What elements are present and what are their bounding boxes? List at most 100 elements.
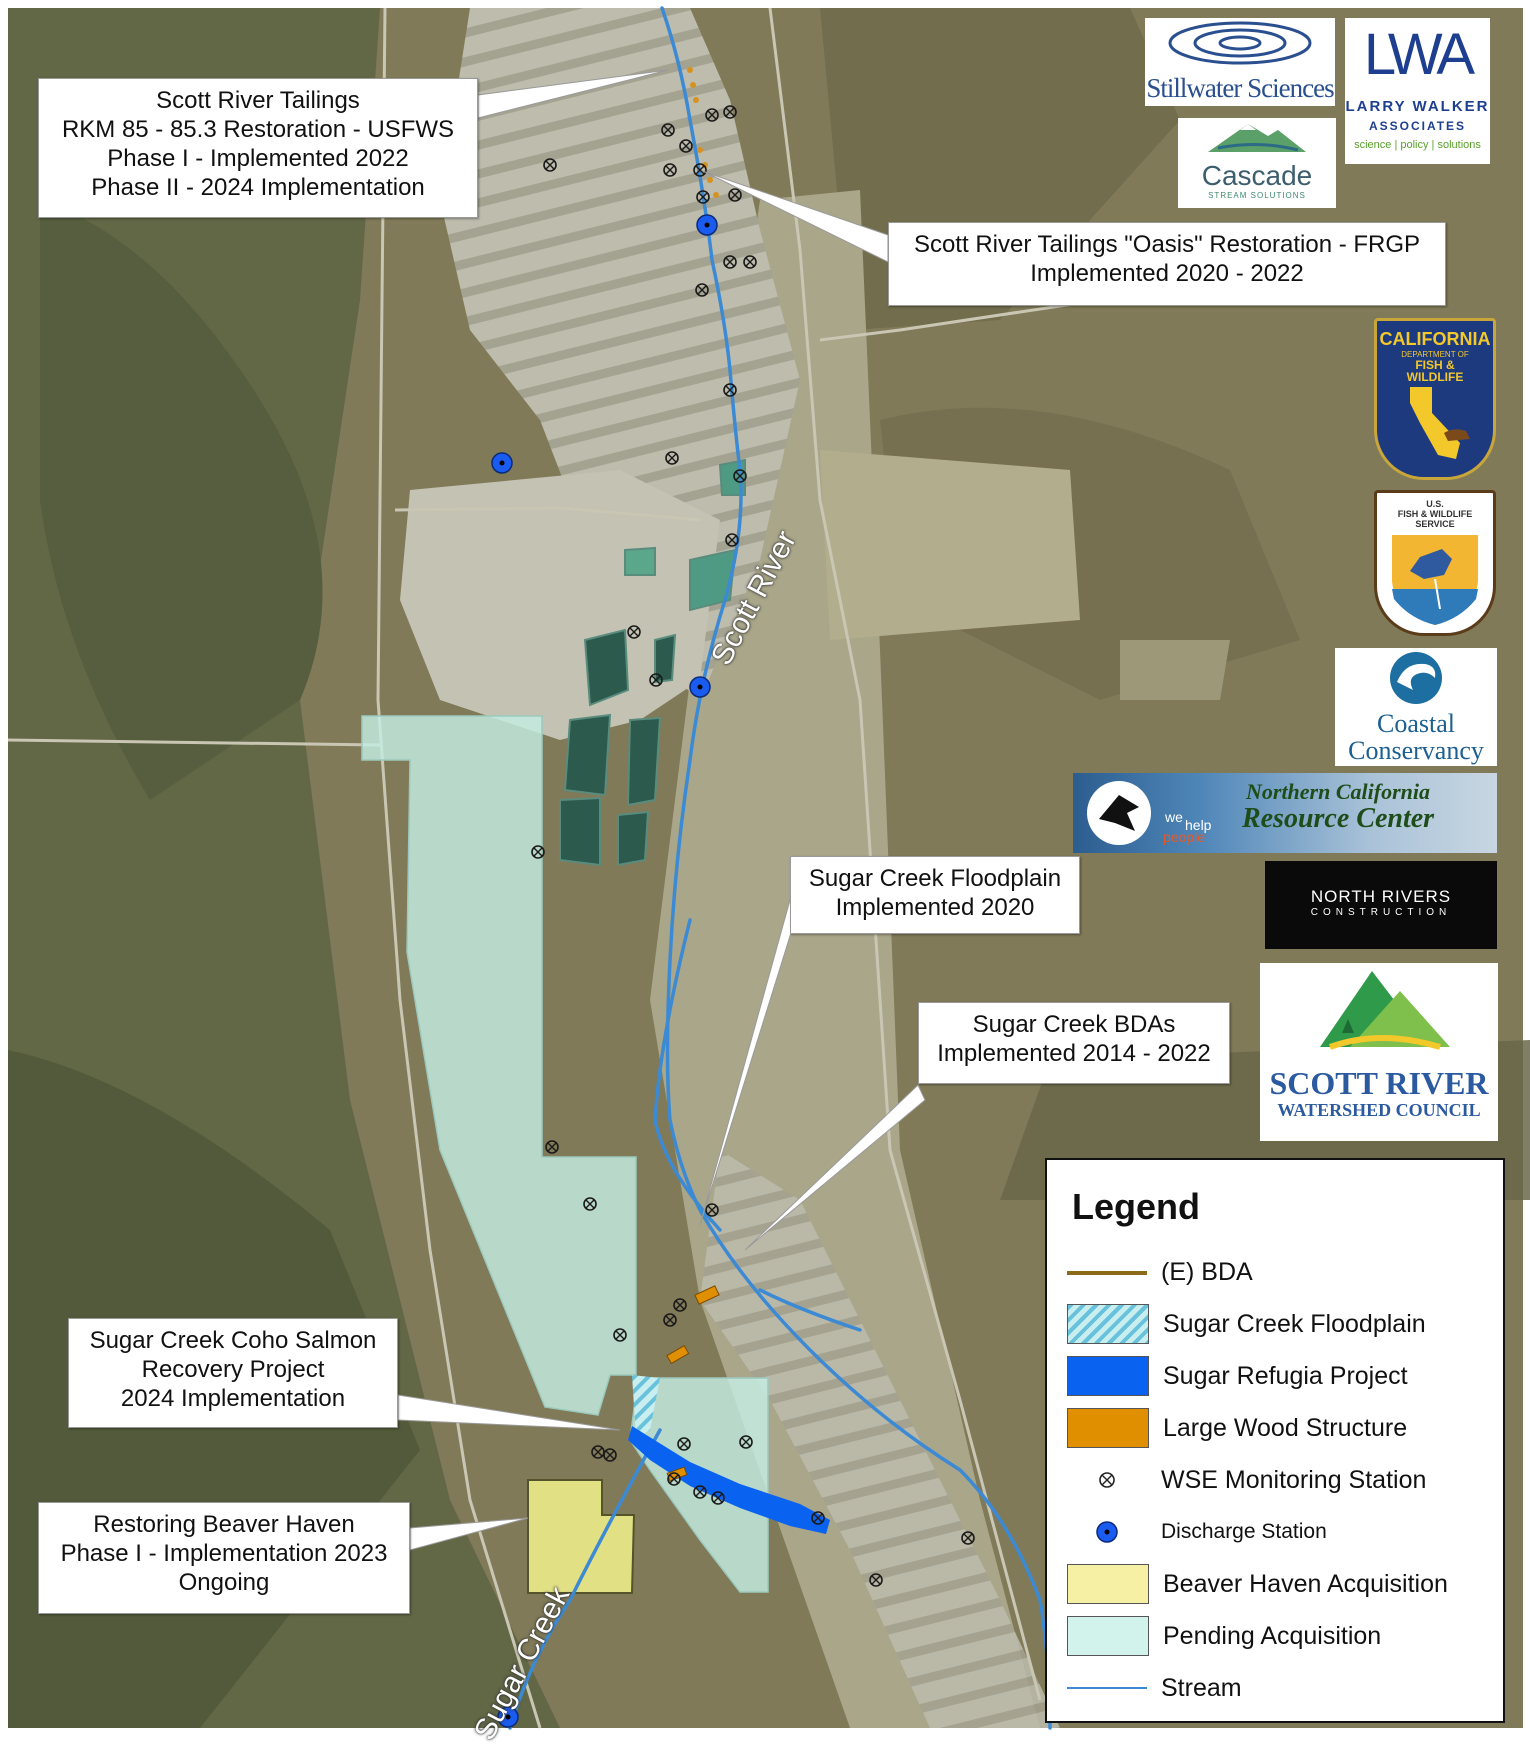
nrc-rivers: RIVERS [1381,887,1452,906]
legend-item: Pending Acquisition [1067,1610,1483,1662]
stillwater-ripple-icon [1168,21,1312,65]
srwc-line-1: SCOTT RIVER [1269,1065,1489,1101]
eagle-icon [1087,781,1151,845]
callout-sugar-creek-bdas: Sugar Creek BDAs Implemented 2014 - 2022 [918,1002,1230,1084]
wse-station-icon[interactable] [723,255,737,269]
wse-monitoring-stations[interactable] [531,105,975,1587]
discharge-station-icon[interactable] [696,214,718,236]
legend-label: Discharge Station [1161,1520,1327,1543]
wse-station-icon[interactable] [705,1203,719,1217]
callout-line: Sugar Creek BDAs [972,1011,1176,1038]
wse-station-icon[interactable] [665,451,679,465]
discharge-station-icon[interactable] [689,676,711,698]
pending-acquisition-north[interactable] [361,715,637,1416]
ncrc-people: people [1163,829,1206,845]
wse-station-icon[interactable] [531,845,545,859]
usfws-line-3: SERVICE [1415,519,1455,529]
wse-station-icon[interactable] [693,1485,707,1499]
legend-item: Large Wood Structure [1067,1402,1483,1454]
legend-swatch [1067,1304,1149,1344]
wse-station-icon[interactable] [583,1197,597,1211]
wse-station-icon[interactable] [677,1437,691,1451]
ncrc-help: help [1185,817,1212,833]
wse-station-icon[interactable] [543,158,557,172]
green-mountain-icon [1320,971,1450,1050]
lwa-tagline: science | policy | solutions [1354,139,1481,151]
usfws-line-1: U.S. [1426,499,1444,509]
wse-station-icon[interactable] [695,283,709,297]
legend-title: Legend [1072,1186,1201,1227]
dredge-tailings-south [700,1150,1060,1728]
wse-station-icon[interactable] [679,139,693,153]
legend-label: Large Wood Structure [1163,1413,1408,1442]
wse-station-icon[interactable] [545,1140,559,1154]
gravel-pit [400,470,720,740]
wse-station-icon[interactable] [725,533,739,547]
callout-line: Phase II - 2024 Implementation [91,174,425,201]
logo-larry-walker-associates: LWA LARRY WALKER ASSOCIATES science | po… [1345,18,1490,164]
cdfw-line-1: CALIFORNIA [1379,329,1491,349]
wse-station-icon[interactable] [869,1573,883,1587]
wse-station-icon[interactable] [739,1435,753,1449]
legend-swatch [1067,1669,1147,1707]
sugar-creek-floodplain-area[interactable] [632,1375,660,1438]
lwa-name-2: ASSOCIATES [1368,119,1467,133]
wse-station-icon[interactable] [663,163,677,177]
callout-line: RKM 85 - 85.3 Restoration - USFWS [61,116,455,143]
legend-swatch [1067,1253,1147,1291]
sugar-refugia-project[interactable] [628,1426,830,1534]
wse-station-icon[interactable] [961,1531,975,1545]
callout-line: Scott River Tailings [156,87,360,114]
callout-line: Scott River Tailings "Oasis" Restoration… [913,231,1421,258]
discharge-stations[interactable] [491,214,718,1728]
streams [508,6,1052,1730]
wse-station-icon[interactable] [613,1328,627,1342]
discharge-station-icon[interactable] [497,1706,519,1728]
usfws-line-2: FISH & WILDLIFE [1397,509,1473,519]
cdfw-line-2: DEPARTMENT OF [1401,350,1469,359]
roads [7,7,1181,1729]
wse-station-icon[interactable] [705,108,719,122]
cdfw-line-4: WILDLIFE [1406,370,1464,384]
callout-line: Implemented 2020 [835,894,1035,921]
lwa-name-1: LARRY WALKER [1345,98,1490,115]
srwc-line-2: WATERSHED COUNCIL [1277,1100,1481,1120]
wse-station-icon[interactable] [663,1313,677,1327]
wse-station-icon[interactable] [649,673,663,687]
beaver-haven-acquisition[interactable] [527,1479,636,1594]
wse-station-icon[interactable] [696,190,710,204]
wse-station-icon[interactable] [603,1448,617,1462]
coastal-line-2: Conservancy [1348,736,1484,765]
legend-label: Sugar Refugia Project [1163,1361,1408,1390]
wse-station-icon[interactable] [693,163,707,177]
callout-line: Restoring Beaver Haven [93,1511,355,1538]
wse-station-icon[interactable] [723,383,737,397]
nrc-line-2: CONSTRUCTION [1310,907,1452,918]
callout-oasis-restoration: Scott River Tailings "Oasis" Restoration… [888,222,1446,306]
wse-station-icon[interactable] [711,1491,725,1505]
wse-station-icon[interactable] [723,105,737,119]
wse-station-icon[interactable] [673,1298,687,1312]
coastal-line-1: Coastal [1377,709,1455,738]
callout-line: Ongoing [178,1569,270,1596]
legend-label: (E) BDA [1161,1257,1253,1286]
callout-line: 2024 Implementation [120,1385,346,1412]
legend-item: Beaver Haven Acquisition [1067,1558,1483,1610]
wse-station-icon[interactable] [733,469,747,483]
ncrc-title-2: Resource Center [1241,803,1435,834]
wse-station-icon[interactable] [661,123,675,137]
logo-scott-river-watershed-council: SCOTT RIVER WATERSHED COUNCIL [1260,963,1498,1141]
wse-station-icon[interactable] [743,255,757,269]
callout-line: Phase I - Implementation 2023 [60,1540,388,1567]
wse-station-icon[interactable] [627,625,641,639]
wse-station-icon[interactable] [667,1472,681,1486]
callout-line: Phase I - Implemented 2022 [107,145,409,172]
callout-sugar-creek-floodplain: Sugar Creek Floodplain Implemented 2020 [790,856,1080,934]
ponds [559,458,746,867]
discharge-station-icon[interactable] [491,452,513,474]
wse-station-icon[interactable] [811,1511,825,1525]
wse-station-icon[interactable] [728,188,742,202]
ncrc-title-1: Northern California [1246,779,1430,804]
logo-stillwater-sciences: Stillwater Sciences [1145,18,1335,106]
